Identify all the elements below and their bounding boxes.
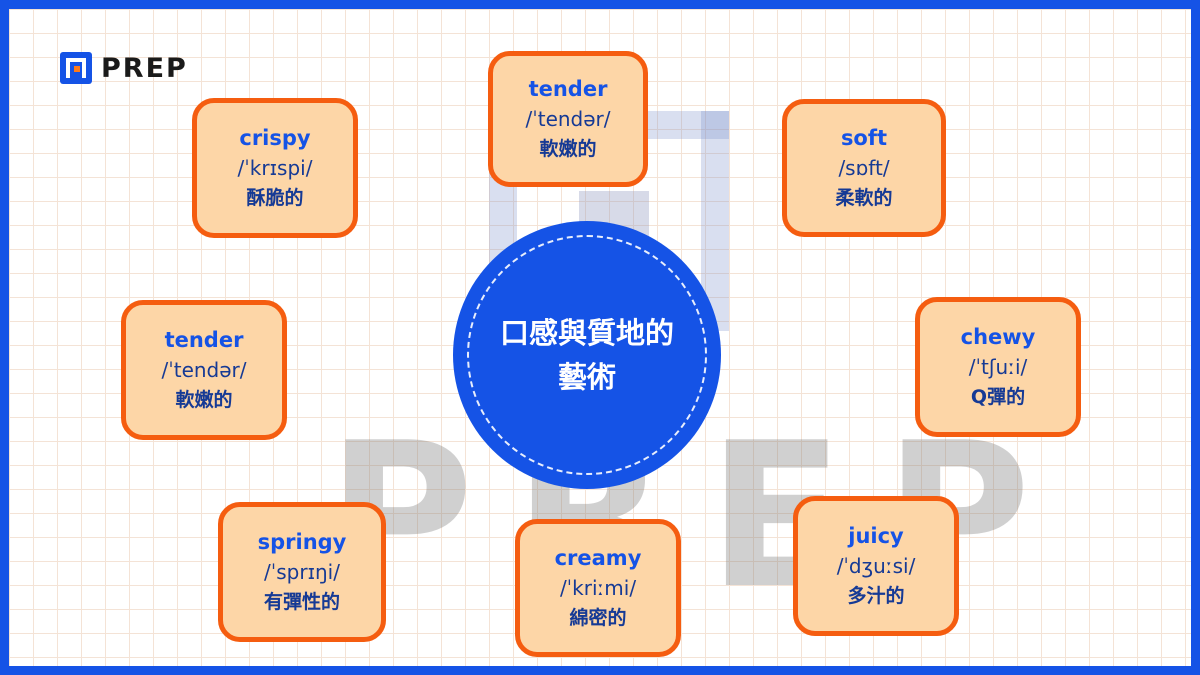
node-creamy: creamy /ˈkriːmi/ 綿密的 xyxy=(515,519,681,657)
node-word: chewy xyxy=(960,325,1036,349)
node-translation: 綿密的 xyxy=(569,607,627,629)
center-title: 口感與質地的藝術 xyxy=(499,316,674,394)
node-ipa: /ˈdʒuːsi/ xyxy=(836,554,916,578)
node-juicy: juicy /ˈdʒuːsi/ 多汁的 xyxy=(793,496,959,636)
node-ipa: /ˈtendər/ xyxy=(525,107,611,131)
node-word: springy xyxy=(257,530,347,554)
node-tender-left: tender /ˈtendər/ 軟嫩的 xyxy=(121,300,287,440)
node-word: creamy xyxy=(554,546,642,570)
node-word: tender xyxy=(528,77,608,101)
node-word: tender xyxy=(164,328,244,352)
brand-logo: PREP xyxy=(59,51,188,85)
node-tender-top: tender /ˈtendər/ 軟嫩的 xyxy=(488,51,648,187)
node-ipa: /ˈkriːmi/ xyxy=(559,576,637,600)
node-soft: soft /sɒft/ 柔軟的 xyxy=(782,99,946,237)
node-chewy: chewy /ˈtʃuːi/ Q彈的 xyxy=(915,297,1081,437)
brand-name: PREP xyxy=(101,52,188,84)
prep-logo-icon xyxy=(60,52,92,84)
node-translation: 軟嫩的 xyxy=(539,138,597,160)
center-topic: 口感與質地的藝術 xyxy=(453,221,721,489)
node-ipa: /ˈsprɪŋi/ xyxy=(264,560,340,584)
node-translation: 酥脆的 xyxy=(246,187,304,209)
node-translation: 軟嫩的 xyxy=(175,389,233,411)
watermark-text: PREP xyxy=(327,400,1071,633)
node-crispy: crispy /ˈkrɪspi/ 酥脆的 xyxy=(192,98,358,238)
node-word: soft xyxy=(840,126,888,150)
node-translation: 有彈性的 xyxy=(263,591,340,613)
node-translation: 多汁的 xyxy=(847,585,905,607)
center-dashed-ring xyxy=(467,235,707,475)
node-springy: springy /ˈsprɪŋi/ 有彈性的 xyxy=(218,502,386,642)
node-ipa: /ˈkrɪspi/ xyxy=(237,156,313,180)
node-word: juicy xyxy=(848,524,904,548)
node-word: crispy xyxy=(239,126,311,150)
node-translation: Q彈的 xyxy=(970,386,1026,408)
node-translation: 柔軟的 xyxy=(835,187,893,209)
node-ipa: /ˈtendər/ xyxy=(161,358,247,382)
node-ipa: /sɒft/ xyxy=(838,156,890,180)
node-ipa: /ˈtʃuːi/ xyxy=(968,355,1028,379)
